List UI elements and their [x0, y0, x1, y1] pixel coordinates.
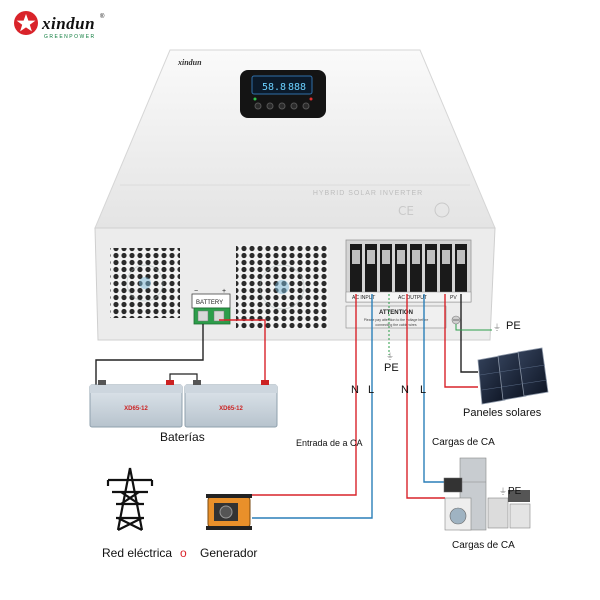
wire-battery-link	[169, 373, 198, 380]
label-pe-appliance: PE	[508, 486, 522, 497]
battery-neg: −	[194, 288, 198, 295]
svg-text:ATTENTION: ATTENTION	[379, 310, 413, 316]
battery-pos: +	[222, 288, 226, 295]
inverter-brand: xindun	[178, 58, 202, 67]
battery-right: XD65-12	[184, 380, 278, 428]
label-l-output: L	[420, 384, 427, 396]
label-cargas-ca-2: Cargas de CA	[452, 540, 515, 551]
appliances-icon	[443, 457, 531, 531]
generator-icon	[206, 494, 252, 530]
label-l-input: L	[368, 384, 375, 396]
svg-text:Please pay attention to the vo: Please pay attention to the voltage befo…	[364, 318, 429, 322]
brand-star-icon	[14, 11, 38, 35]
svg-text:⏚: ⏚	[386, 352, 394, 361]
attention-panel	[345, 305, 447, 329]
svg-text:⏚: ⏚	[499, 487, 507, 496]
wire-battery-red	[219, 319, 266, 385]
brand-name: xindun	[42, 14, 96, 33]
terminal-pv: PV	[450, 295, 457, 301]
wire-ac-input-l	[252, 294, 373, 519]
label-entrada-ca: Entrada de a CA	[296, 438, 363, 448]
label-paneles-solares: Paneles solares	[463, 407, 542, 419]
label-red-electrica: Red eléctrica	[102, 546, 173, 560]
label-generador: Generador	[200, 546, 258, 560]
wire-ac-output-l	[423, 294, 445, 483]
svg-text:⏚: ⏚	[493, 323, 501, 332]
terminal-ac-input: AC INPUT	[352, 295, 375, 301]
wire-pv-red	[444, 294, 478, 388]
terminal-slots	[350, 244, 467, 294]
wire-ac-input-n	[252, 294, 357, 496]
label-pe-mid: PE	[384, 362, 399, 374]
svg-text:888: 888	[288, 82, 306, 93]
cert-mark	[434, 202, 450, 218]
svg-text:connecting the cable wires: connecting the cable wires	[375, 323, 416, 327]
battery-label: BATTERY	[196, 300, 223, 306]
svg-text:XD65-12: XD65-12	[219, 406, 243, 412]
label-n-input: N	[351, 384, 359, 396]
wire-ground	[455, 324, 492, 331]
brand-registered-mark: ®	[100, 14, 105, 20]
wire-pv-black	[460, 294, 478, 373]
label-o: o	[180, 546, 187, 560]
wire-ac-output-n	[406, 294, 445, 499]
power-pylon-icon	[106, 467, 154, 531]
ce-mark: CE	[398, 204, 414, 218]
svg-text:XD65-12: XD65-12	[124, 406, 148, 412]
brand-tagline: GREENPOWER	[44, 34, 96, 40]
svg-text:58.8: 58.8	[262, 82, 286, 93]
label-n-output: N	[401, 384, 409, 396]
model-text: HYBRID SOLAR INVERTER	[313, 190, 423, 197]
label-cargas-ca-1: Cargas de CA	[432, 437, 495, 448]
battery-left: XD65-12	[89, 380, 183, 428]
label-baterias: Baterías	[160, 430, 205, 444]
brand-logo: xindun ® GREENPOWER	[12, 8, 105, 40]
solar-panels	[477, 347, 549, 405]
wire-battery-black	[95, 324, 204, 385]
label-pe-top: PE	[506, 320, 521, 332]
terminal-ac-output: AC OUTPUT	[398, 295, 427, 301]
